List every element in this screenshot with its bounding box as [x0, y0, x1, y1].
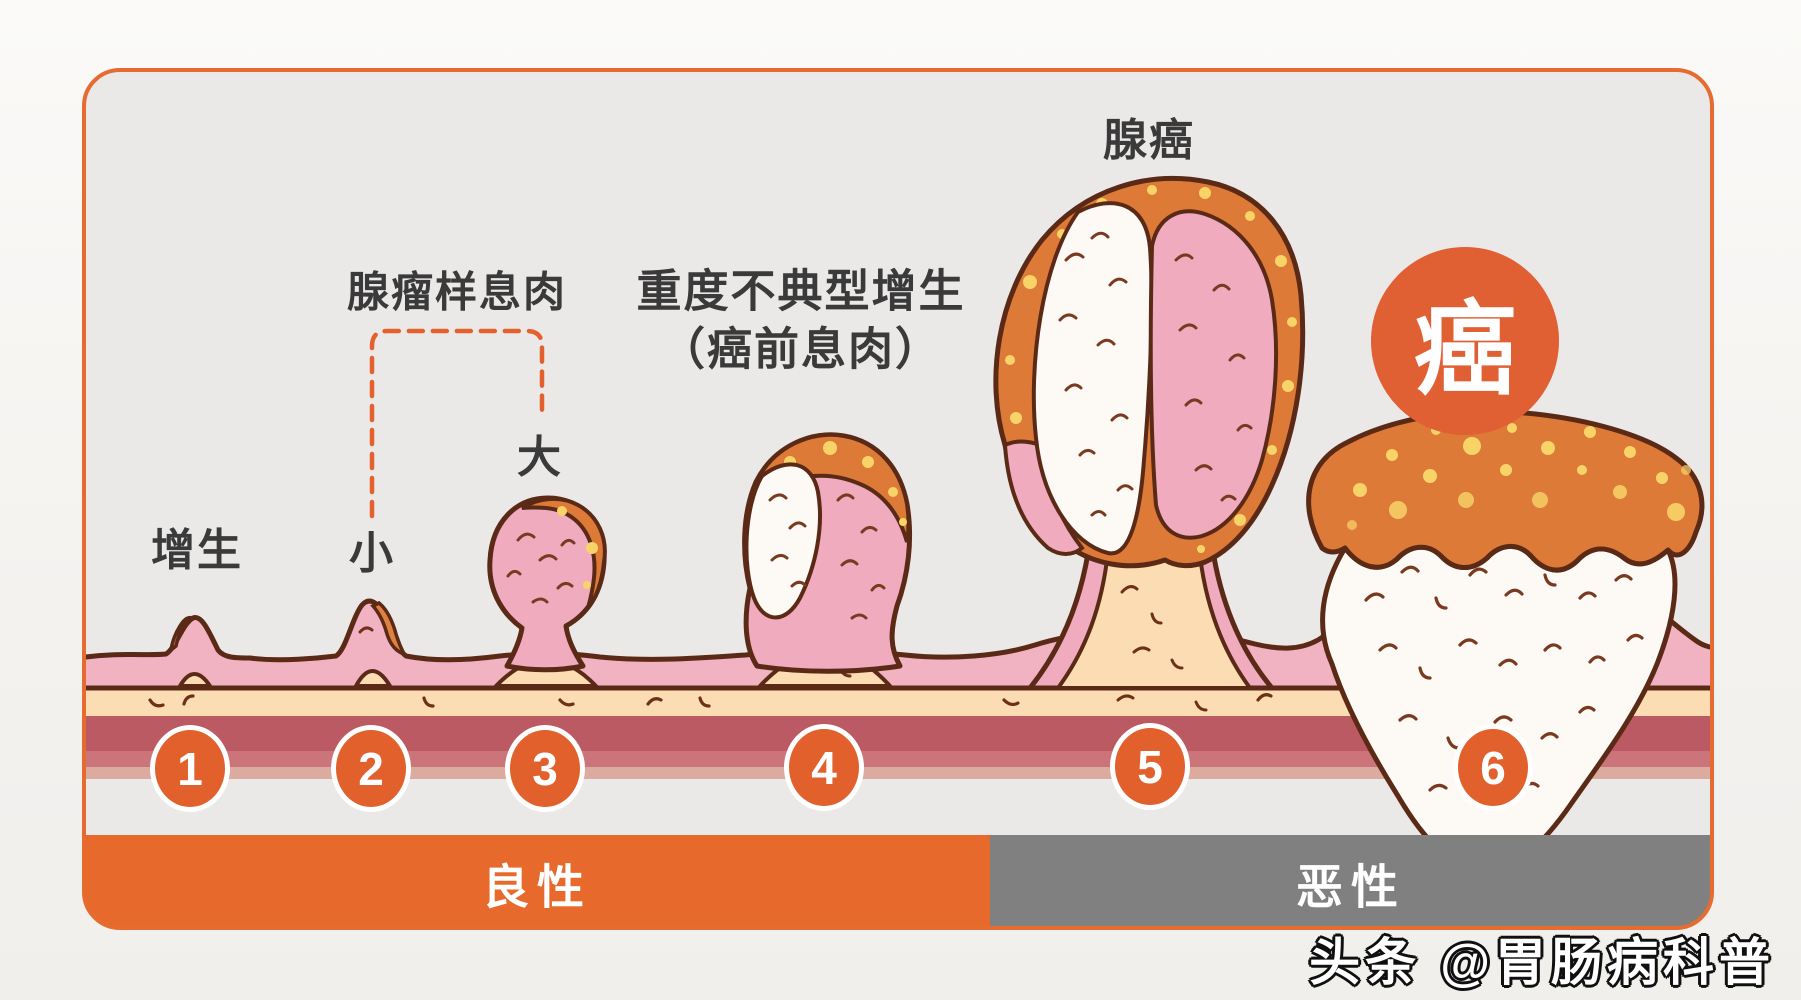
polyp5-stalk [1027, 537, 1275, 712]
card-border [82, 68, 1714, 930]
tumor6 [1306, 408, 1705, 873]
label-adenocarcinoma: 腺癌 [1103, 116, 1195, 165]
cancer-badge: 癌 [1371, 247, 1559, 435]
cancer-badge-text: 癌 [1414, 292, 1516, 407]
malignant-bar [990, 835, 1712, 928]
stage-marker-4: 4 [784, 724, 864, 811]
label-severe-dysplasia: 重度不典型增生 （癌前息肉） [636, 262, 965, 377]
stage-marker-2: 2 [331, 725, 411, 812]
malignant-bar-label: 恶性 [1296, 860, 1406, 914]
label-hyperplasia: 增生 [151, 526, 243, 575]
polyp3 [487, 495, 607, 673]
polyp5-head [993, 175, 1306, 569]
stage-marker-5: 5 [1110, 723, 1190, 810]
tumor-cap-dots [1347, 411, 1691, 530]
mucosa-band [84, 598, 1712, 691]
stage-marker-1: 1 [150, 725, 230, 812]
label-small: 小 [349, 529, 395, 578]
benign-bar-label: 良性 [482, 860, 592, 914]
polyp2-cap [370, 600, 408, 657]
stage-marker-3: 3 [505, 725, 585, 812]
label-severe-dysplasia-line1: 重度不典型增生 [636, 265, 966, 317]
polyp4 [742, 432, 913, 674]
submucosa-texture [148, 693, 1273, 708]
label-adenomatous-polyp: 腺瘤样息肉 [346, 268, 568, 316]
label-precancerous-polyp: （癌前息肉） [659, 323, 943, 374]
watermark: 头条 @胃肠病科普 [1309, 934, 1775, 991]
adenoma-bracket [369, 328, 545, 519]
benign-bar [84, 835, 990, 928]
polyp1-cap [168, 615, 196, 655]
label-large: 大 [517, 433, 563, 482]
stage-marker-6: 6 [1453, 724, 1533, 811]
